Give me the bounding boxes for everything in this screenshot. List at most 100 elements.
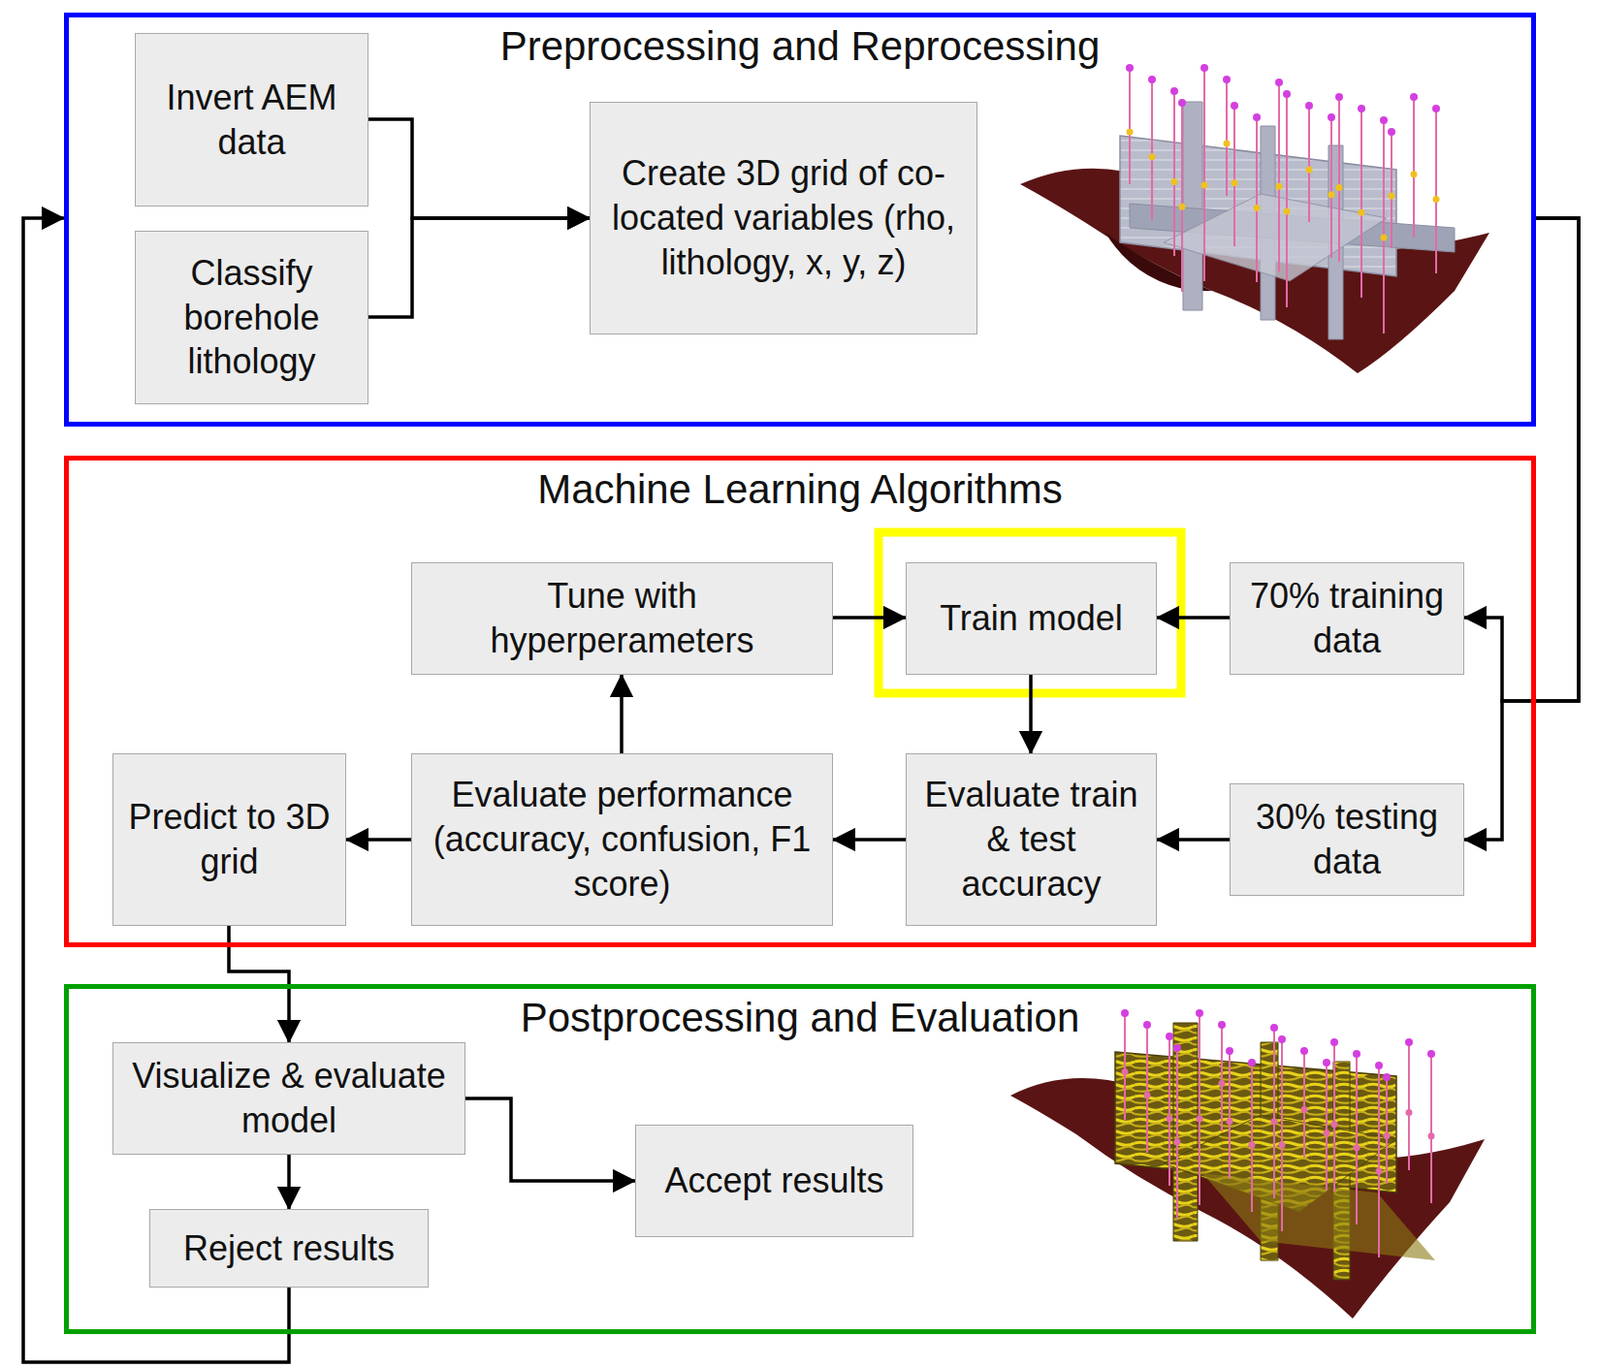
borehole-top [1405,1038,1413,1047]
borehole-line [1308,105,1311,223]
borehole-line [1360,108,1363,298]
borehole-top [1300,1047,1309,1056]
borehole-top [1275,78,1283,87]
borehole-sample [1410,170,1418,178]
process-box: 30% testing data [1229,783,1465,896]
borehole-top [1432,104,1440,113]
box-label: Visualize & evaluate model [121,1054,457,1143]
borehole-sample [1336,184,1344,192]
box-label: Accept results [664,1158,884,1204]
borehole-sample [1223,140,1231,148]
process-box: Classify borehole lithology [134,230,369,405]
borehole-sample [1196,1115,1204,1122]
borehole-sample [1144,1091,1152,1099]
process-box: Train model [905,562,1157,675]
section-band: Preprocessing and ReprocessingInvert AEM… [64,12,1536,427]
borehole-top [1427,1050,1436,1058]
flow-arrow [287,1154,291,1210]
borehole-top [1143,1021,1152,1029]
process-box: Reject results [149,1209,429,1288]
box-label: Evaluate train & test accuracy [914,772,1149,906]
borehole-line [1151,79,1153,221]
borehole-top [1305,101,1313,110]
borehole-sample [1433,195,1440,203]
borehole-line [1278,82,1280,272]
section-heading: Postprocessing and Evaluation [68,994,1532,1042]
borehole-top [1148,75,1156,84]
flow-arrow [346,837,412,842]
borehole-line [1168,1036,1171,1186]
borehole-top [1357,104,1366,113]
box-label: 30% testing data [1238,795,1456,884]
process-box: Tune with hyperperameters [411,562,833,675]
borehole-top [1270,1024,1279,1032]
flow-arrow [368,218,590,318]
borehole-sample [1253,204,1261,212]
borehole-sample [1126,128,1134,136]
borehole-line [1280,1039,1283,1232]
borehole-line [1435,108,1438,274]
borehole-sample [1166,1115,1174,1122]
model-illustration [1010,1009,1485,1319]
borehole-top [1195,1009,1204,1018]
section-heading: Machine Learning Algorithms [68,466,1532,513]
flow-arrow [1156,615,1230,620]
borehole-top [1173,1044,1182,1053]
borehole-line [1382,120,1385,334]
borehole-line [1377,1065,1380,1258]
borehole-line [1181,102,1184,292]
borehole-sample [1231,179,1239,187]
flow-arrow [1464,218,1579,840]
borehole-sample [1383,1132,1391,1140]
borehole-sample [1174,1138,1182,1146]
process-box: Create 3D grid of co-located variables (… [589,101,978,335]
borehole-line [1325,1062,1328,1191]
borehole-top [1252,113,1261,122]
borehole-sticks [1120,1009,1436,1258]
borehole-line [1333,1042,1336,1192]
borehole-line [1303,1051,1306,1158]
borehole-sample [1276,183,1283,191]
borehole-sample [1226,1118,1234,1125]
borehole-line [1203,67,1206,282]
box-label: Evaluate performance (accuracy, confusio… [419,772,825,906]
borehole-line [1285,94,1288,308]
box-label: 70% training data [1238,574,1456,663]
borehole-sample [1121,1068,1129,1076]
section-band: Machine Learning AlgorithmsTune with hyp… [64,455,1536,948]
borehole-line [1430,1054,1433,1204]
borehole-sample [1171,178,1179,186]
process-box: Evaluate performance (accuracy, confusio… [411,753,833,927]
borehole-sample [1323,1129,1331,1137]
borehole-line [1146,1024,1149,1153]
borehole-top [1375,1061,1383,1070]
borehole-line [1330,117,1333,258]
process-box: Accept results [635,1124,914,1238]
flow-arrow [1028,674,1033,754]
borehole-sample [1248,1141,1256,1149]
borehole-sample [1283,208,1291,216]
borehole-top [1230,101,1239,110]
flow-arrow [1156,837,1230,842]
borehole-line [1355,1054,1358,1225]
grid-illustration [1020,64,1490,374]
borehole-line [1173,91,1176,256]
borehole-sample [1149,153,1156,160]
process-box: Visualize & evaluate model [112,1042,466,1155]
borehole-line [1225,79,1228,196]
borehole-top [1225,1047,1234,1056]
box-label: Invert AEM data [143,75,360,164]
borehole-line [1176,1048,1179,1219]
borehole-top [1330,1038,1339,1047]
borehole-line [1128,67,1131,185]
borehole-line [1198,1013,1201,1206]
box-label: Reject results [183,1226,395,1272]
borehole-top [1125,64,1134,72]
borehole-top [1165,1032,1174,1041]
borehole-top [1170,87,1179,96]
flow-arrow [465,1098,636,1182]
process-box: 70% training data [1229,562,1465,675]
borehole-line [1250,1062,1253,1213]
borehole-top [1178,98,1186,107]
borehole-line [1255,117,1258,283]
